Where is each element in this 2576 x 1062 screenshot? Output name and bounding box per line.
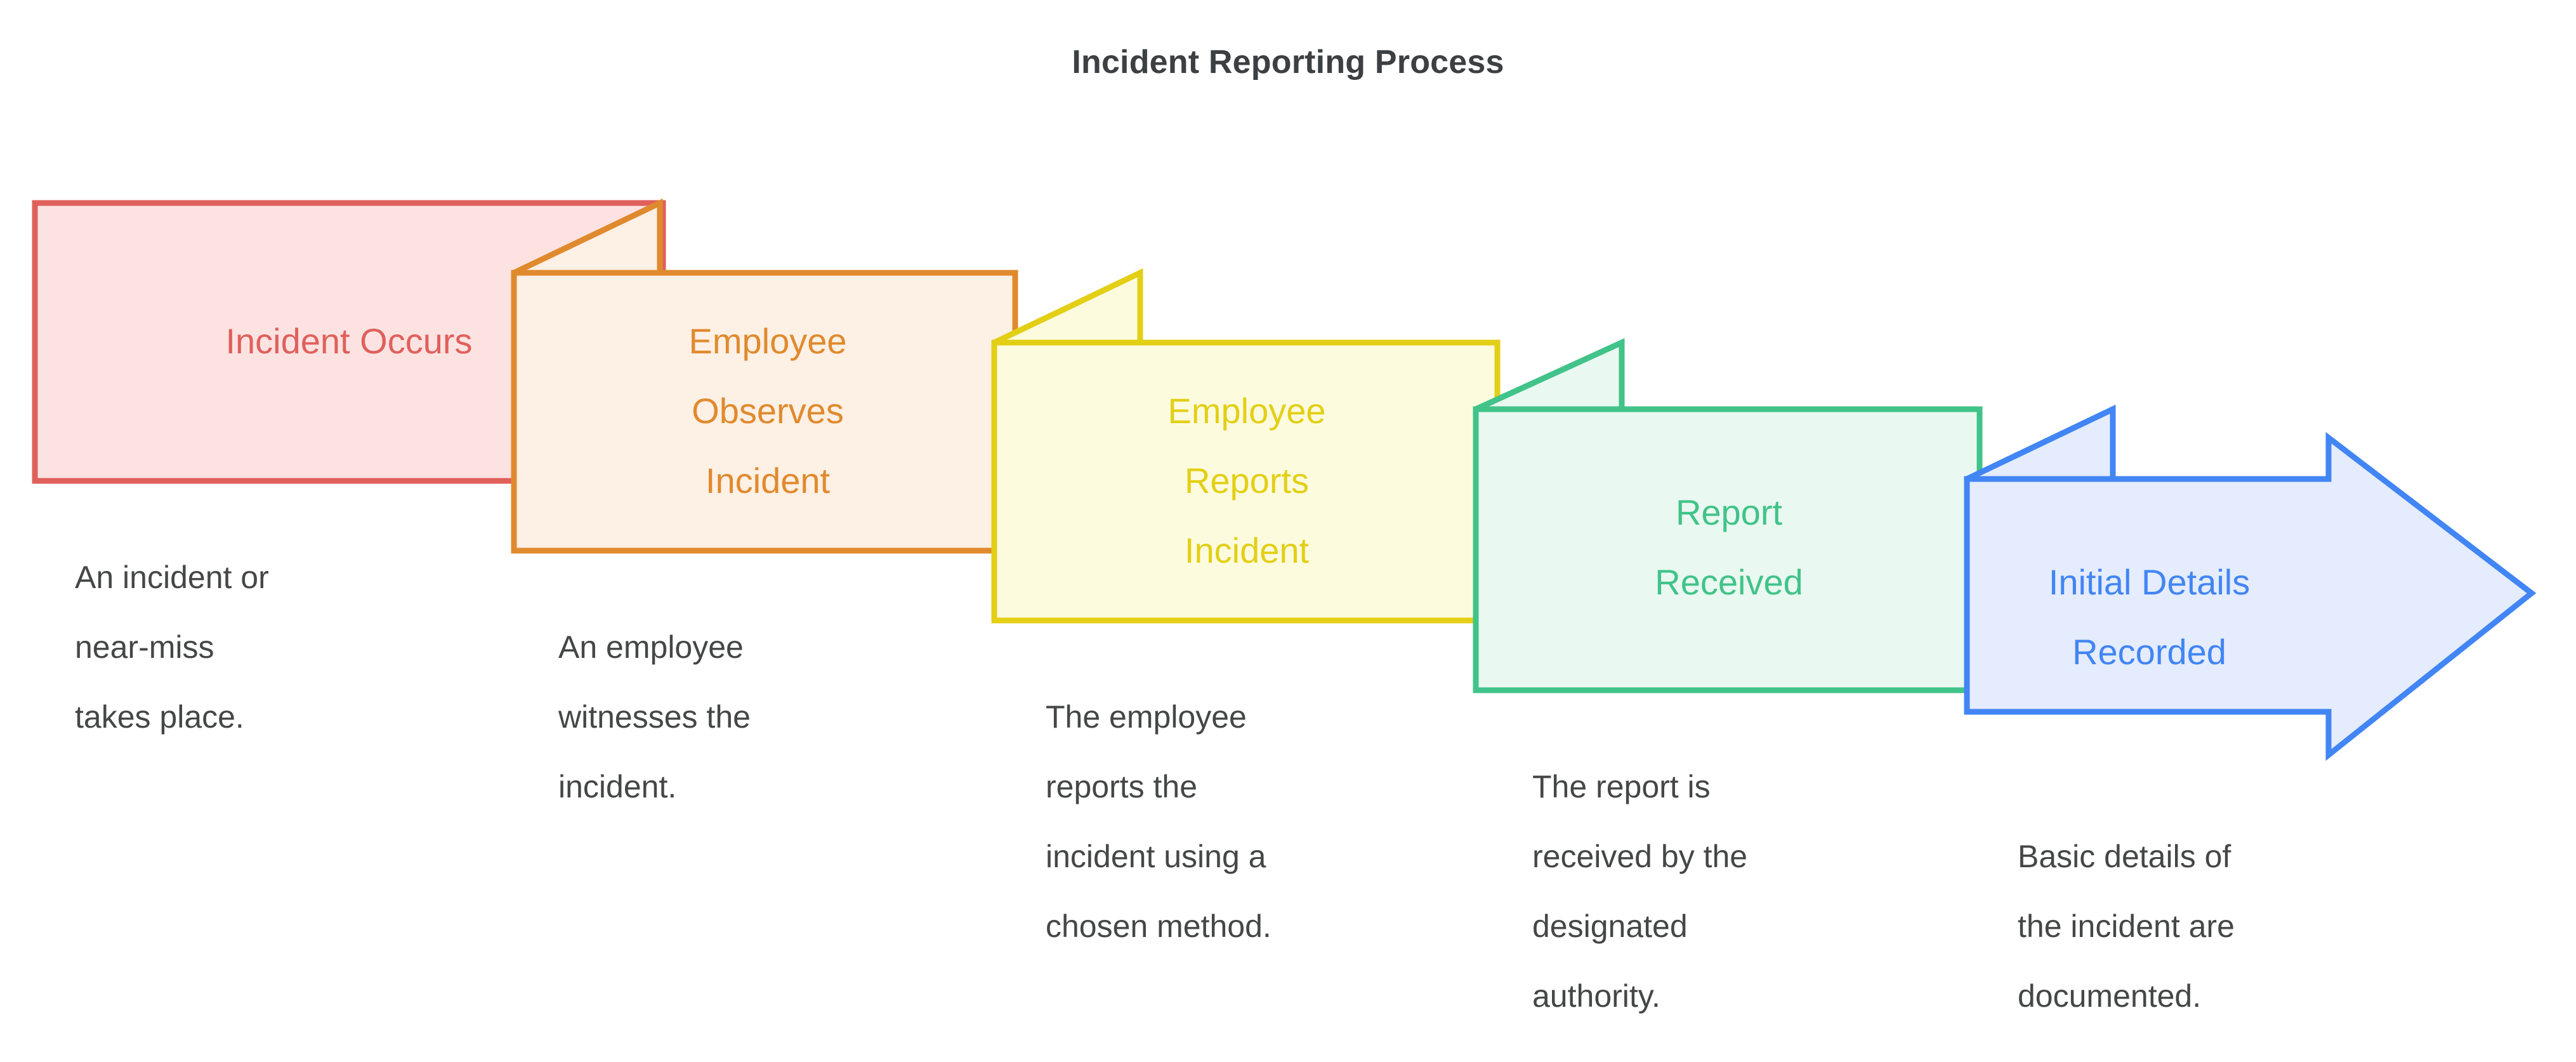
step-label-4: Report Received: [1655, 492, 1803, 602]
step-tail-outline-2: [513, 198, 663, 276]
step-caption-4: The report is received by the designated…: [1532, 769, 1748, 1014]
step-caption-2: An employee witnesses the incident.: [558, 629, 751, 804]
step-caption-1: An incident or near-miss takes place.: [75, 560, 269, 735]
step-body-5[interactable]: [1964, 431, 2537, 761]
step-caption-5: Basic details of the incident are docume…: [2018, 839, 2235, 1014]
step-label-5: Initial Details Recorded: [2048, 562, 2251, 672]
step-label-2: Employee Observes Incident: [688, 321, 847, 501]
step-shape-5[interactable]: [1964, 404, 2537, 761]
step-tail-outline-4: [1475, 338, 1625, 412]
step-shape-3[interactable]: [991, 268, 1501, 624]
step-label-1: Incident Occurs: [225, 321, 473, 361]
step-caption-3: The employee reports the incident using …: [1046, 699, 1272, 944]
step-tail-outline-3: [993, 268, 1143, 346]
page-title: Incident Reporting Process: [1072, 44, 1504, 81]
step-shape-4[interactable]: [1473, 338, 1983, 693]
step-tail-outline-5: [1966, 404, 2116, 482]
step-label-3: Employee Reports Incident: [1167, 391, 1326, 570]
